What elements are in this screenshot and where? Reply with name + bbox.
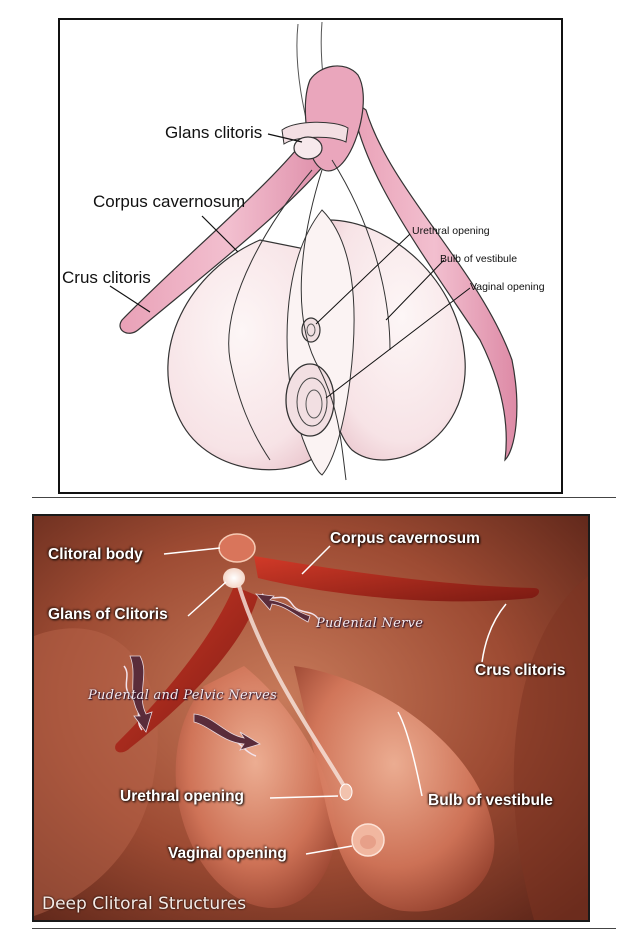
nerve-arrow: [193, 713, 261, 751]
label-glans-of-clitoris: Glans of Clitoris: [48, 606, 168, 623]
leader-corpus: [201, 215, 239, 253]
nerve-strand: [228, 169, 313, 461]
leader-urethral: [315, 233, 411, 325]
urethral-opening: [339, 783, 353, 801]
deep-structures-render: [34, 516, 588, 920]
label-clitoral-body: Clitoral body: [48, 546, 143, 563]
label-urethral-opening: Urethral opening: [120, 788, 245, 805]
glans-clitoris: [293, 136, 323, 160]
leader-crus: [109, 285, 151, 313]
label-vaginal-opening: Vaginal opening: [168, 845, 287, 862]
leader-corpus: [301, 545, 331, 575]
label-pudental-pelvic-nerves: Pudental and Pelvic Nerves: [88, 688, 278, 703]
leader-glans: [187, 581, 227, 617]
leader-vaginal: [325, 287, 471, 399]
leader-crus: [481, 603, 507, 663]
vaginal-opening-inner: [360, 835, 376, 849]
label-bulb-of-vestibule: Bulb of vestibule: [440, 253, 518, 265]
clitoral-body: [218, 533, 256, 563]
label-pudental-nerve: Pudental Nerve: [316, 616, 424, 631]
separator-line: [32, 497, 616, 498]
label-corpus-cavernosum: Corpus cavernosum: [330, 530, 480, 547]
right-crus-clitoris: [351, 98, 518, 462]
leader-clitoral-body: [163, 547, 221, 555]
vaginal-opening: [285, 363, 335, 437]
leader-glans: [267, 133, 303, 143]
label-urethral-opening: Urethral opening: [412, 225, 490, 237]
nerve-strand: [331, 159, 391, 351]
leader-bulb: [385, 259, 445, 321]
label-crus-clitoris: Crus clitoris: [475, 662, 566, 679]
nerve-arrow: [129, 655, 153, 733]
label-corpus-cavernosum: Corpus cavernosum: [93, 192, 246, 211]
label-glans-clitoris: Glans clitoris: [165, 123, 263, 142]
glans-of-clitoris: [223, 568, 245, 588]
separator-line: [32, 928, 616, 929]
tissue-fold: [34, 628, 158, 916]
nerve-strand: [300, 169, 347, 481]
vaginal-opening-ring: [305, 389, 323, 419]
top-illustration-panel: Glans clitoris Corpus cavernosum Crus cl…: [58, 18, 563, 494]
leader-vaginal: [305, 845, 353, 855]
left-crus-clitoris: [119, 113, 337, 334]
clitoris-line-drawing: [109, 21, 518, 481]
tissue-fold: [513, 576, 588, 920]
left-crus-clitoris: [115, 586, 258, 753]
leader-urethral: [269, 795, 339, 799]
label-bulb-of-vestibule: Bulb of vestibule: [428, 792, 553, 809]
leader-bulb: [397, 711, 423, 797]
bottom-render-panel: Clitoral body Corpus cavernosum Glans of…: [32, 514, 590, 922]
label-crus-clitoris: Crus clitoris: [62, 268, 151, 287]
urethral-opening-inner: [306, 323, 316, 337]
nerve-arrow: [255, 593, 311, 623]
urethra-tube: [237, 585, 346, 788]
right-crus-clitoris: [254, 556, 540, 602]
figure-caption: Deep Clitoral Structures: [42, 894, 247, 914]
right-bulb-of-vestibule: [294, 666, 495, 912]
vaginal-opening-ring: [296, 377, 328, 427]
label-vaginal-opening: Vaginal opening: [470, 281, 545, 293]
